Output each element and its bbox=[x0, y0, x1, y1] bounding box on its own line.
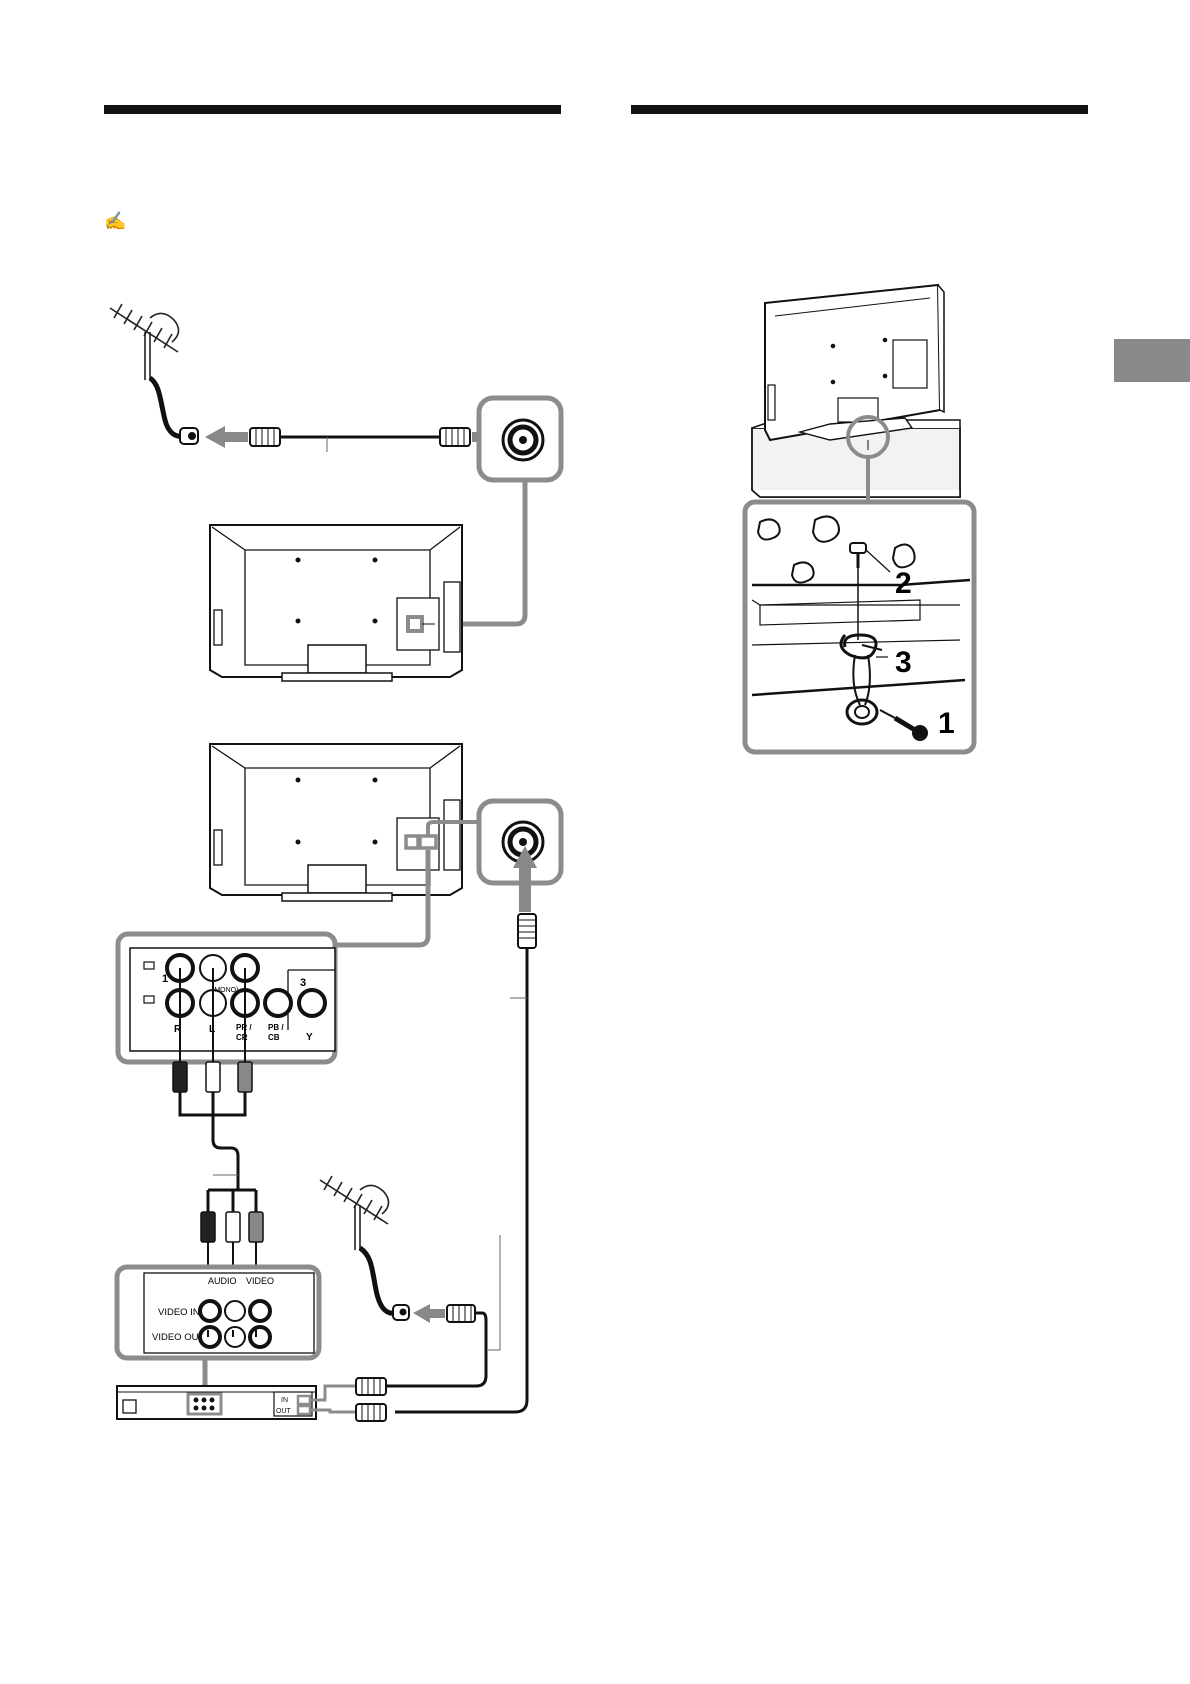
callout-2: 2 bbox=[895, 567, 912, 600]
antenna-icon-2 bbox=[319, 1175, 390, 1250]
antenna-icon bbox=[109, 303, 180, 380]
vcr-device: IN OUT bbox=[116, 1385, 317, 1420]
jack-label-1: 1 bbox=[162, 973, 168, 985]
vcr-audio-label: AUDIO bbox=[208, 1276, 237, 1286]
vcr-jack-panel-zoom: AUDIO VIDEO VIDEO IN VIDEO OUT bbox=[114, 1264, 322, 1361]
tv-rear-view-1 bbox=[209, 524, 463, 682]
coax-cable-to-vcr-out bbox=[395, 948, 529, 1414]
vcr-rf-in-label: IN bbox=[281, 1397, 288, 1404]
left-arrow-2 bbox=[413, 1304, 445, 1323]
jack-label-mono: (MONO) bbox=[212, 987, 238, 994]
strap-detail-zoom: 2 3 1 bbox=[742, 499, 977, 755]
zoom-leader-2a bbox=[426, 820, 481, 836]
vcr-rf-leader-out bbox=[310, 1408, 355, 1414]
pencil-note-icon: ✍ bbox=[104, 211, 127, 231]
right-heading-rule bbox=[631, 105, 1088, 114]
callout-3: 3 bbox=[895, 646, 912, 679]
vcr-rf-out-label: OUT bbox=[276, 1408, 292, 1415]
vcr-video-in-label: VIDEO IN bbox=[158, 1307, 200, 1318]
tv-on-stand bbox=[751, 283, 961, 498]
antenna-jack-zoom bbox=[476, 395, 564, 483]
cable-label-tick-2 bbox=[488, 1235, 501, 1351]
zoom-leader-1 bbox=[425, 482, 528, 627]
wall-coax-plug bbox=[179, 427, 199, 445]
jack-label-y: Y bbox=[306, 1032, 313, 1043]
wall-coax-plug-2 bbox=[392, 1304, 410, 1321]
coax-cable-1 bbox=[249, 427, 471, 452]
strap bbox=[839, 633, 883, 726]
jack-label-r: R bbox=[174, 1024, 182, 1035]
vcr-video-label: VIDEO bbox=[246, 1276, 274, 1286]
tv-rear-view-2 bbox=[209, 743, 463, 902]
antenna-lead-cable-2 bbox=[358, 1245, 396, 1316]
up-arrow bbox=[513, 846, 537, 912]
jack-label-cb: CB bbox=[268, 1033, 280, 1042]
antenna-jack-zoom-2 bbox=[476, 798, 564, 886]
coax-cable-2 bbox=[386, 1304, 488, 1388]
jack-label-cr: CR bbox=[236, 1033, 248, 1042]
coax-plugs-at-vcr bbox=[355, 1377, 387, 1422]
jack-label-pb: PB / bbox=[268, 1023, 284, 1032]
section-side-tab bbox=[1114, 339, 1190, 382]
screw-1 bbox=[879, 709, 928, 741]
left-heading-rule bbox=[104, 105, 561, 114]
jack-label-3: 3 bbox=[300, 977, 306, 989]
vcr-video-out-label: VIDEO OUT bbox=[152, 1332, 204, 1343]
tv-av-jack-panel-zoom: 1 3 (MONO) R L PR / CR PB / CB Y bbox=[115, 931, 338, 1065]
zoom-leader-2b bbox=[335, 850, 431, 948]
callout-1: 1 bbox=[938, 707, 955, 740]
left-arrow bbox=[205, 426, 248, 448]
vcr-rf-leader-in bbox=[310, 1384, 355, 1402]
coax-vertical-plug bbox=[517, 913, 537, 949]
antenna-lead-cable bbox=[148, 375, 186, 439]
